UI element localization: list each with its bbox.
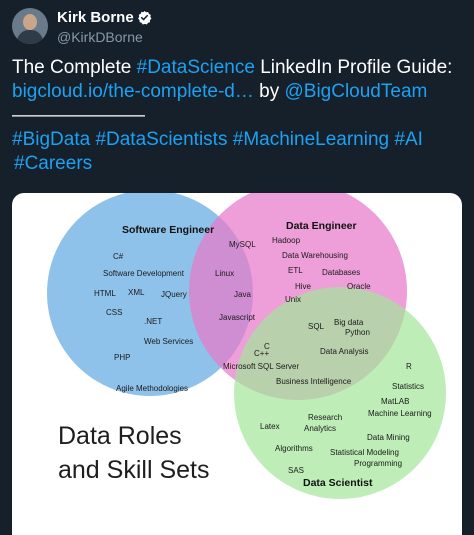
skill-software-development: Software Development — [103, 269, 185, 278]
avatar-head — [23, 14, 37, 30]
skill-data-mining: Data Mining — [367, 433, 410, 442]
skill-analytics: Analytics — [304, 424, 336, 433]
skill-etl: ETL — [288, 266, 303, 275]
tweet-text-suffix: LinkedIn Profile Guide: — [254, 57, 453, 78]
hashtag-datascientists-link[interactable]: #DataScientists — [95, 129, 228, 150]
venn-title-line1: Data Roles — [58, 422, 182, 450]
avatar-body — [17, 30, 43, 44]
skill-statistical-modeling: Statistical Modeling — [330, 448, 399, 457]
hashtags-line2: #Careers — [14, 152, 464, 176]
skill-business-intelligence: Business Intelligence — [276, 377, 352, 386]
skill-data-warehousing: Data Warehousing — [282, 251, 348, 260]
hashtag-ai-link[interactable]: #AI — [394, 129, 423, 150]
data-engineer-label: Data Engineer — [286, 220, 357, 232]
skill-machine-learning: Machine Learning — [368, 409, 432, 418]
skill-web-services: Web Services — [144, 337, 193, 346]
skill-css: CSS — [106, 308, 122, 317]
skill-mssql: Microsoft SQL Server — [223, 362, 300, 371]
skill-latex: Latex — [260, 422, 280, 431]
skill-java: Java — [234, 290, 251, 299]
skill-html: HTML — [94, 289, 116, 298]
skill-c: C — [264, 342, 270, 351]
skill-r: R — [406, 362, 412, 371]
tweet-text-line1: The Complete #DataScience LinkedIn Profi… — [12, 56, 462, 80]
skill-dotnet: .NET — [144, 317, 162, 326]
skill-statistics: Statistics — [392, 382, 424, 391]
skill-unix: Unix — [285, 295, 301, 304]
hashtag-bigdata-link[interactable]: #BigData — [12, 129, 91, 150]
skill-oracle: Oracle — [347, 282, 371, 291]
skill-agile: Agile Methodologies — [116, 384, 188, 393]
skill-xml: XML — [128, 288, 145, 297]
skill-databases: Databases — [322, 268, 360, 277]
skill-csharp: C# — [113, 252, 124, 261]
skill-python: Python — [345, 328, 370, 337]
tweet-text-line2: bigcloud.io/the-complete-d… by @BigCloud… — [12, 80, 462, 104]
skill-algorithms: Algorithms — [275, 444, 313, 453]
skill-linux: Linux — [215, 269, 234, 278]
venn-title-line2: and Skill Sets — [58, 456, 210, 484]
author-avatar[interactable] — [12, 8, 48, 44]
skill-javascript: Javascript — [219, 313, 256, 322]
tweet-text-by: by — [253, 81, 285, 102]
author-name[interactable]: Kirk Borne — [57, 9, 134, 26]
hashtags-line1: #BigData #DataScientists #MachineLearnin… — [12, 128, 462, 152]
tweet-text-prefix: The Complete — [12, 57, 137, 78]
skill-sas: SAS — [288, 466, 304, 475]
skill-hadoop: Hadoop — [272, 236, 301, 245]
tweet-image[interactable]: Software Engineer Data Engineer Data Sci… — [12, 193, 462, 535]
skill-matlab: MatLAB — [381, 397, 409, 406]
hashtag-careers-link[interactable]: #Careers — [14, 153, 93, 174]
article-link[interactable]: bigcloud.io/the-complete-d… — [12, 81, 254, 102]
data-scientist-circle — [234, 287, 446, 499]
skill-big-data: Big data — [334, 318, 364, 327]
verified-badge-icon — [138, 10, 152, 25]
skill-mysql: MySQL — [229, 240, 256, 249]
hashtag-datascience-link[interactable]: #DataScience — [136, 57, 255, 78]
skill-research: Research — [308, 413, 342, 422]
skill-programming: Programming — [354, 459, 402, 468]
data-scientist-label: Data Scientist — [303, 477, 373, 489]
skill-php: PHP — [114, 353, 130, 362]
bigcloudteam-mention-link[interactable]: @BigCloudTeam — [284, 81, 428, 102]
skill-hive: Hive — [295, 282, 312, 291]
tweet-divider: ——————— — [12, 105, 145, 126]
author-handle[interactable]: @KirkDBorne — [57, 29, 143, 45]
hashtag-machinelearning-link[interactable]: #MachineLearning — [232, 129, 390, 150]
software-engineer-label: Software Engineer — [122, 224, 214, 236]
skill-sql: SQL — [308, 322, 325, 331]
venn-diagram: Software Engineer Data Engineer Data Sci… — [47, 193, 446, 499]
skill-data-analysis: Data Analysis — [320, 347, 368, 356]
skill-jquery: JQuery — [161, 290, 187, 299]
skill-cpp: C++ — [254, 349, 269, 358]
